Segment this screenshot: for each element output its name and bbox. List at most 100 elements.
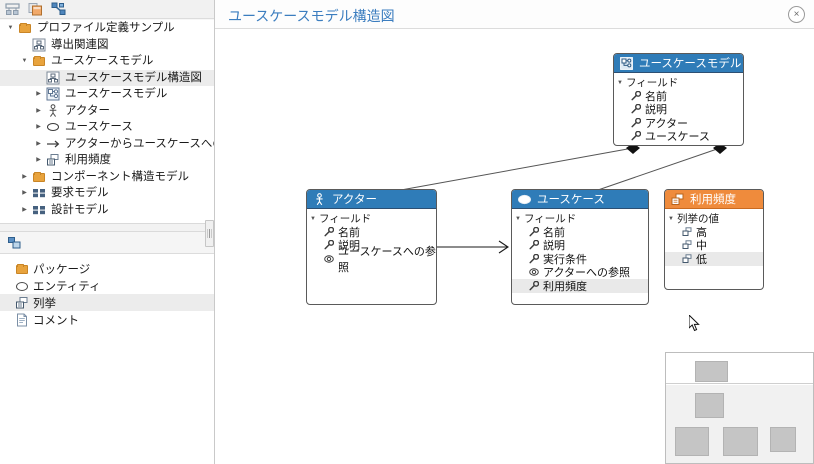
tree-item-label: コンポーネント構造モデル	[51, 170, 189, 183]
tree-item-3[interactable]: ユースケースモデル構造図	[0, 69, 214, 86]
model-icon	[620, 56, 633, 70]
node-feature-label: アクター	[645, 117, 689, 130]
node-header[interactable]: ユースケース	[512, 190, 648, 209]
node-header[interactable]: ユースケースモデル	[614, 54, 743, 73]
chevron-right-icon[interactable]	[18, 202, 31, 218]
tree-item-11[interactable]: 設計モデル	[0, 202, 214, 219]
node-group-row[interactable]: ▼フィールド	[512, 212, 648, 225]
field-icon	[631, 117, 642, 128]
node-group-row[interactable]: ▼フィールド	[307, 212, 436, 225]
chevron-right-icon[interactable]	[32, 152, 45, 168]
tree-item-7[interactable]: アクターからユースケースへの参照	[0, 136, 214, 153]
palette-item-label: 列挙	[33, 297, 56, 310]
tree-item-label: プロファイル定義サンプル	[37, 22, 175, 35]
node-feature-row[interactable]: 利用頻度	[512, 279, 648, 293]
node-feature-row[interactable]: 低	[665, 252, 763, 266]
tree-item-1[interactable]: 導出関連図	[0, 37, 214, 54]
enum-icon	[671, 193, 684, 206]
diagram-canvas[interactable]: ユースケースモデル▼フィールド名前説明アクターユースケースアクター▼フィールド名…	[205, 30, 814, 464]
comment-icon	[14, 313, 30, 327]
editor-header: ユースケースモデル構造図 ×	[215, 0, 814, 29]
node-feature-row[interactable]: 名前	[307, 225, 436, 239]
chevron-down-icon[interactable]	[18, 53, 31, 69]
tree-item-9[interactable]: コンポーネント構造モデル	[0, 169, 214, 186]
reference-icon	[324, 254, 334, 264]
palette-item-label: コメント	[33, 314, 79, 327]
palette-toolbar	[0, 232, 214, 254]
chevron-down-icon[interactable]: ▼	[668, 215, 674, 222]
model-icon	[45, 87, 61, 101]
palette-item-0[interactable]: パッケージ	[0, 260, 214, 277]
chevron-right-icon[interactable]	[32, 86, 45, 102]
node-group-row[interactable]: ▼フィールド	[614, 76, 743, 89]
panel-splitter[interactable]	[0, 223, 214, 232]
tree-item-6[interactable]: ユースケース	[0, 119, 214, 136]
tree-item-5[interactable]: アクター	[0, 103, 214, 120]
node-feature-row[interactable]: アクターへの参照	[512, 266, 648, 279]
palette-icon[interactable]	[7, 236, 22, 250]
field-icon	[529, 280, 540, 291]
node-feature-row[interactable]: 中	[665, 239, 763, 252]
node-feature-row[interactable]: 説明	[512, 239, 648, 253]
node-feature-row[interactable]: 説明	[307, 239, 436, 252]
node-header[interactable]: アクター	[307, 190, 436, 209]
palette-items[interactable]: パッケージエンティティ列挙コメント	[0, 254, 214, 328]
node-feature-row[interactable]: 高	[665, 225, 763, 239]
tree-item-4[interactable]: ユースケースモデル	[0, 86, 214, 103]
node-feature-row[interactable]: ユースケース	[614, 130, 743, 143]
chevron-right-icon[interactable]	[32, 119, 45, 135]
chevron-down-icon[interactable]: ▼	[515, 215, 521, 222]
folder-icon	[17, 21, 33, 35]
overview-box-1	[695, 393, 724, 418]
field-icon	[529, 253, 540, 264]
chevron-right-icon[interactable]	[18, 185, 31, 201]
diagram-icon	[31, 38, 47, 52]
palette-item-1[interactable]: エンティティ	[0, 277, 214, 294]
tree-item-10[interactable]: 要求モデル	[0, 185, 214, 202]
pkg-icon	[14, 262, 30, 276]
tree-item-8[interactable]: 利用頻度	[0, 152, 214, 169]
node-header[interactable]: 利用頻度	[665, 190, 763, 209]
palette-item-3[interactable]: コメント	[0, 311, 214, 328]
uml-node-actor[interactable]: アクター ▼フィールド名前説明ユースケースへの参照	[306, 189, 437, 305]
reference-icon	[529, 267, 539, 277]
model-tree[interactable]: プロファイル定義サンプル導出関連図ユースケースモデルユースケースモデル構造図ユー…	[0, 20, 214, 223]
diagram-overview[interactable]	[665, 352, 814, 464]
layout-icon[interactable]	[5, 2, 20, 16]
chevron-down-icon[interactable]	[4, 20, 17, 36]
node-feature-label: 説明	[543, 240, 565, 253]
copy-icon[interactable]	[28, 2, 43, 16]
uml-node-usecase[interactable]: ユースケース ▼フィールド名前説明実行条件アクターへの参照利用頻度	[511, 189, 649, 305]
actor-icon	[313, 192, 326, 206]
tree-item-2[interactable]: ユースケースモデル	[0, 53, 214, 70]
node-feature-row[interactable]: 名前	[512, 225, 648, 239]
canvas-collapse-handle[interactable]	[205, 220, 214, 247]
chevron-down-icon[interactable]: ▼	[310, 215, 316, 222]
chevron-right-icon[interactable]	[32, 136, 45, 152]
field-icon	[324, 226, 335, 237]
node-feature-label: ユースケースへの参照	[338, 245, 436, 274]
chevron-down-icon[interactable]: ▼	[617, 79, 623, 86]
overview-box-3	[723, 427, 758, 456]
node-feature-row[interactable]: 実行条件	[512, 252, 648, 266]
uml-node-frequency[interactable]: 利用頻度 ▼列挙の値高中低	[664, 189, 764, 290]
node-feature-row[interactable]: アクター	[614, 116, 743, 130]
palette-item-2[interactable]: 列挙	[0, 294, 214, 311]
overview-viewport[interactable]	[666, 353, 813, 384]
node-feature-row[interactable]: 名前	[614, 89, 743, 103]
reference-arrow-icon	[45, 137, 61, 151]
node-feature-row[interactable]: 説明	[614, 103, 743, 116]
node-group-row[interactable]: ▼列挙の値	[665, 212, 763, 225]
relation-icon[interactable]	[51, 2, 66, 16]
close-icon[interactable]: ×	[788, 6, 805, 23]
palette-item-label: エンティティ	[33, 280, 101, 293]
uml-node-usecase-model[interactable]: ユースケースモデル ▼フィールド名前説明アクターユースケース	[613, 53, 744, 146]
node-group-label: 列挙の値	[677, 213, 719, 225]
tree-item-0[interactable]: プロファイル定義サンプル	[0, 20, 214, 37]
chevron-right-icon[interactable]	[32, 103, 45, 119]
chevron-right-icon[interactable]	[18, 169, 31, 185]
node-feature-label: 名前	[543, 226, 565, 239]
node-feature-row[interactable]: ユースケースへの参照	[307, 246, 436, 274]
tree-item-label: 導出関連図	[51, 38, 109, 51]
node-title: ユースケースモデル	[639, 58, 742, 70]
